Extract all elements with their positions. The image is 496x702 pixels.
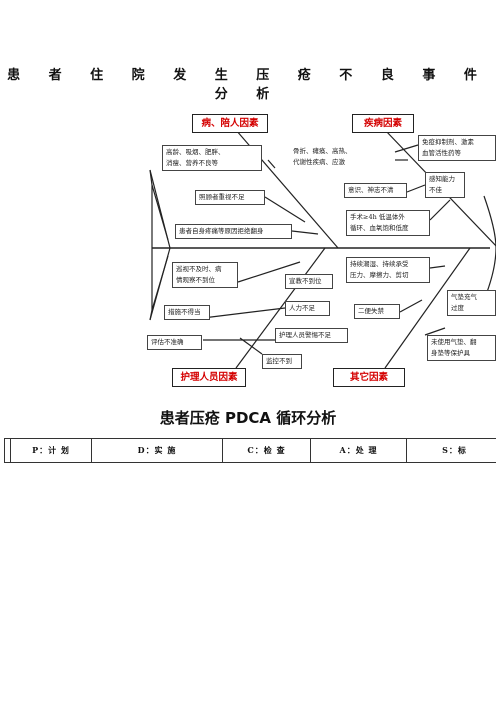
phase-act: A：处 理 xyxy=(310,438,407,463)
cause-staff: 人力不足 xyxy=(285,301,330,316)
phase-check: C：检 查 xyxy=(222,438,311,463)
cause-consciousness: 意识、神志不清 xyxy=(344,183,407,198)
pdca-table: P：计 划 D：实 施 C：检 查 A：处 理 S：标 xyxy=(4,438,496,463)
cause-incontinence: 二便失禁 xyxy=(354,304,400,319)
page-title: 患 者 住 院 发 生 压 疮 不 良 事 件 分 析 xyxy=(7,68,489,102)
category-disease: 疾病因素 xyxy=(352,114,414,133)
phase-plan: P：计 划 xyxy=(10,438,92,463)
cause-pressure: 持续潮湿、持续承受 压力、摩擦力、剪切 xyxy=(346,257,430,283)
cause-measures: 措施不得当 xyxy=(164,305,210,320)
cause-vigilance: 护理人员警惕不足 xyxy=(275,328,348,343)
pdca-title: 患者压疮 PDCA 循环分析 xyxy=(159,409,337,427)
cause-education: 宣教不到位 xyxy=(285,274,333,289)
cause-observe: 巡视不及时、病 情观察不到位 xyxy=(172,262,238,288)
cause-age-smoking: 高龄、吸烟、肥胖、 消瘦、营养不良等 xyxy=(162,145,262,171)
cause-cushion: 气垫充气 过度 xyxy=(447,290,496,316)
cause-monitor: 监控不到 xyxy=(262,354,302,369)
cause-no-cushion: 未使用气垫、翻 身垫等保护具 xyxy=(427,335,496,361)
cause-caregiver: 照顾者重视不足 xyxy=(195,190,265,205)
cause-immuno: 免疫抑制剂、激素 血管活性药等 xyxy=(418,135,496,161)
category-other: 其它因素 xyxy=(333,368,405,387)
category-patient: 病、陪人因素 xyxy=(192,114,268,133)
category-nursing: 护理人员因素 xyxy=(172,368,246,387)
phase-do: D：实 施 xyxy=(91,438,223,463)
cause-fracture: 骨折、瘫痪、高热、 代谢性疾病、应激 xyxy=(290,145,390,169)
cause-surgery: 手术≥4h 低温体外 循环、血氧饱和低度 xyxy=(346,210,430,236)
cause-sensation: 感知能力 不佳 xyxy=(425,172,465,198)
cause-refuse-turn: 患者自身疼痛等原因拒绝翻身 xyxy=(175,224,292,239)
cause-evaluation: 评估不准确 xyxy=(147,335,202,350)
phase-standard: S：标 xyxy=(406,438,496,463)
